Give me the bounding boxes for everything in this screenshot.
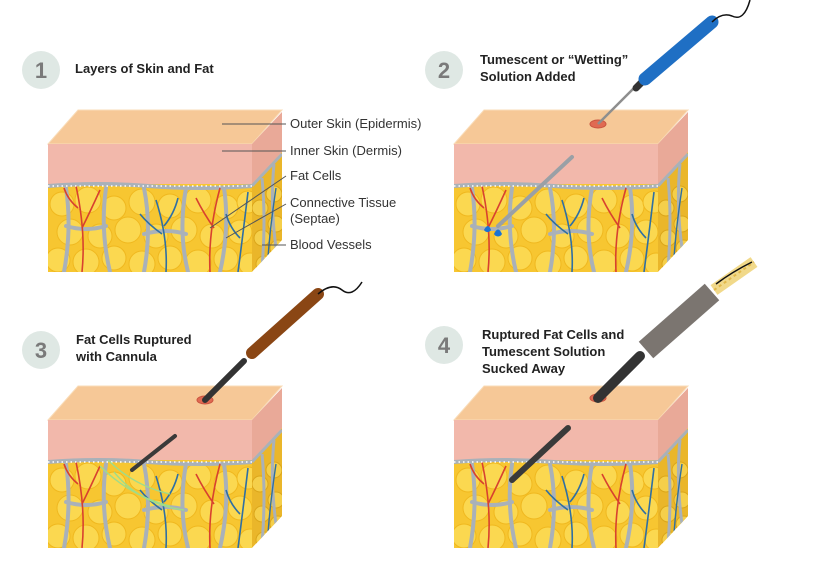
label-dermis: Inner Skin (Dermis) xyxy=(290,143,402,158)
step-3-panel: 3 Fat Cells Ruptured with Cannula xyxy=(22,281,363,553)
step-4-title-line2: Tumescent Solution xyxy=(482,344,605,359)
step-2-number: 2 xyxy=(438,58,450,83)
step-1-badge-circle xyxy=(22,51,60,89)
label-fat-cells: Fat Cells xyxy=(290,168,342,183)
step-3-number: 3 xyxy=(35,338,47,363)
step-1-panel: 1 Layers of Skin and Fat Outer Skin (Epi… xyxy=(22,51,421,277)
suction-tube-contents xyxy=(713,261,755,291)
step-4-title-line1: Ruptured Fat Cells and xyxy=(482,327,624,342)
label-blood-vessels: Blood Vessels xyxy=(290,237,372,252)
cannula-cord xyxy=(317,281,363,295)
step-1-badge: 1 xyxy=(22,51,60,89)
suction-cord xyxy=(715,261,753,285)
skin-block-4 xyxy=(452,386,692,553)
injector-cord xyxy=(711,0,751,23)
step-2-inserted-needle xyxy=(496,155,574,228)
step-1-number: 1 xyxy=(35,58,47,83)
step-2-title-line1: Tumescent or “Wetting” xyxy=(480,52,628,67)
step-3-badge: 3 xyxy=(22,331,60,369)
step-2-badge: 2 xyxy=(425,51,463,89)
step-4-badge: 4 xyxy=(425,326,463,364)
label-epidermis: Outer Skin (Epidermis) xyxy=(290,116,421,131)
step-2-badge-circle xyxy=(425,51,463,89)
step-2-panel: 2 Tumescent or “Wetting” Solution Added xyxy=(425,0,751,277)
step-3-title-line1: Fat Cells Ruptured xyxy=(76,332,192,347)
label-septae-line2: (Septae) xyxy=(290,211,340,226)
step-4-panel: 4 Ruptured Fat Cells and Tumescent Solut… xyxy=(425,257,758,553)
injector-handle xyxy=(638,15,719,86)
cannula-shaft xyxy=(202,358,247,403)
suction-cannula-in-fat xyxy=(509,425,571,483)
skin-block-1 xyxy=(46,110,286,277)
tumescent-droplets xyxy=(484,226,502,237)
suction-handle xyxy=(638,283,720,359)
cannula-tip-in-fat xyxy=(130,434,177,472)
cannula-handle xyxy=(246,288,324,359)
suction-tool xyxy=(593,257,758,403)
step-1-leader-lines xyxy=(209,123,287,246)
step-4-title-line3: Sucked Away xyxy=(482,361,566,376)
cannula-tool xyxy=(202,281,363,403)
label-septae-line1: Connective Tissue xyxy=(290,195,396,210)
step-4-number: 4 xyxy=(438,333,451,358)
tumescent-injector xyxy=(597,0,751,125)
step-1-title: Layers of Skin and Fat xyxy=(75,61,214,76)
skin-block-3 xyxy=(46,386,286,553)
skin-block-2 xyxy=(452,110,692,277)
rupture-waves xyxy=(99,459,185,511)
step-3-title-line2: with Cannula xyxy=(75,349,158,364)
step-3-badge-circle xyxy=(22,331,60,369)
step-4-badge-circle xyxy=(425,326,463,364)
step-2-title-line2: Solution Added xyxy=(480,69,576,84)
suction-shaft xyxy=(593,351,645,403)
